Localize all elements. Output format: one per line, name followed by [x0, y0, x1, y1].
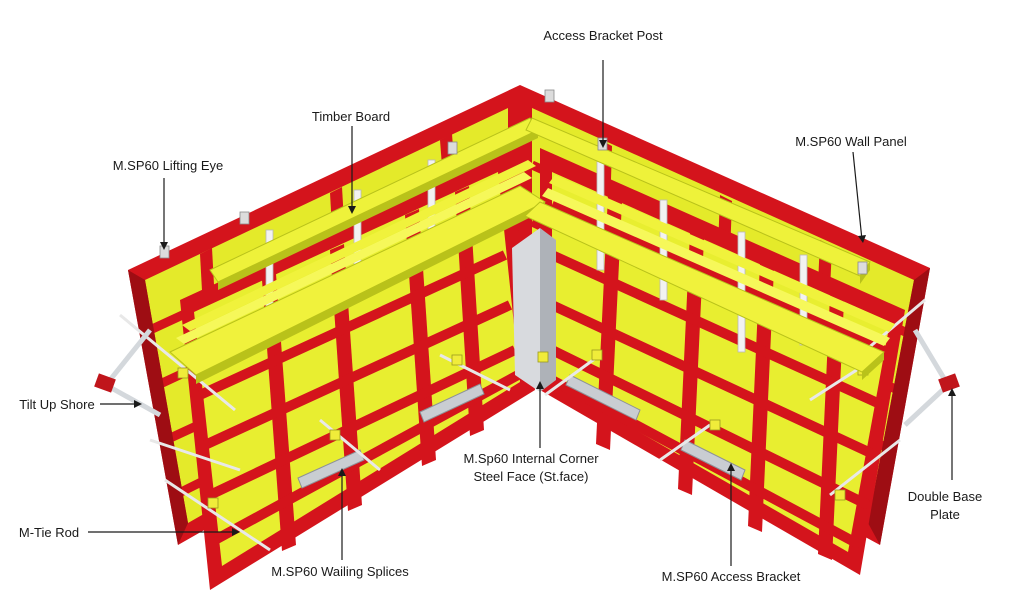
internal-corner-steel-face — [512, 228, 556, 392]
label-timber-board: Timber Board — [312, 109, 390, 124]
label-double-base-line2: Plate — [930, 507, 960, 522]
leader-lines — [88, 60, 956, 566]
label-wailing-splices: M.SP60 Wailing Splices — [271, 564, 409, 579]
tilt-up-shore-left — [94, 328, 162, 418]
timber-boards-right — [524, 117, 895, 380]
wailing-splices — [297, 374, 746, 489]
label-internal-corner-line1: M.Sp60 Internal Corner — [463, 451, 599, 466]
timber-boards-left — [169, 117, 547, 384]
label-access-bracket: M.SP60 Access Bracket — [662, 569, 801, 584]
label-wall-panel: M.SP60 Wall Panel — [795, 134, 907, 149]
label-double-base-line1: Double Base — [908, 489, 982, 504]
label-tie-rod: M-Tie Rod — [19, 525, 79, 540]
label-access-bracket-post: Access Bracket Post — [543, 28, 663, 43]
label-internal-corner-line2: Steel Face (St.face) — [474, 469, 589, 484]
label-lifting-eye: M.SP60 Lifting Eye — [113, 158, 224, 173]
label-tilt-up-shore: Tilt Up Shore — [19, 397, 94, 412]
tilt-up-shore-right — [903, 328, 960, 427]
